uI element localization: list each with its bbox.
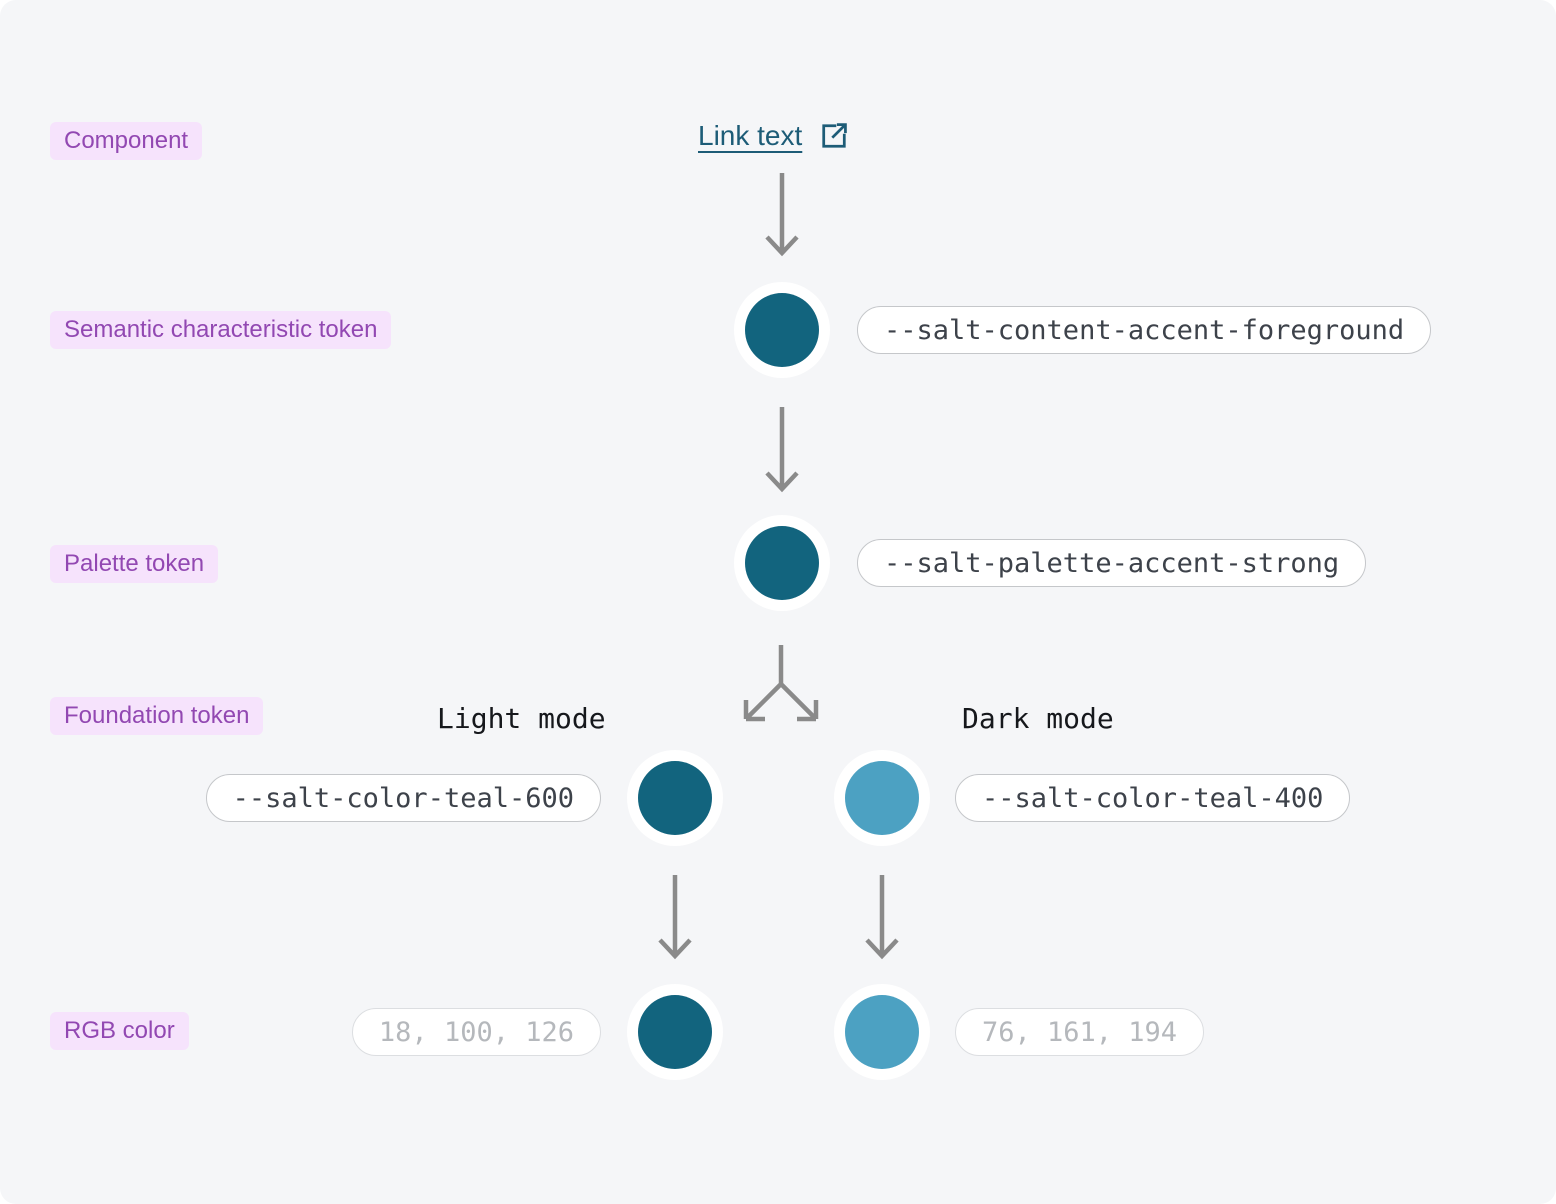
external-link-icon	[822, 123, 848, 148]
light-foundation-token-pill: --salt-color-teal-600	[205, 774, 601, 822]
semantic-token-color-dot	[745, 293, 819, 367]
palette-token-pill: --salt-palette-accent-strong	[857, 539, 1367, 587]
light-rgb-color-dot	[638, 995, 712, 1069]
arrow-component-to-semantic	[765, 173, 799, 257]
row-label-semantic-token: Semantic characteristic token	[50, 311, 392, 349]
light-foundation-color-dot	[638, 761, 712, 835]
arrow-dark-to-rgb	[865, 875, 899, 960]
row-label-component: Component	[50, 122, 203, 160]
dark-rgb-color-dot	[845, 995, 919, 1069]
semantic-token-pill: --salt-content-accent-foreground	[857, 306, 1432, 354]
palette-token-swatch	[734, 515, 830, 611]
dark-rgb-value-pill: 76, 161, 194	[955, 1008, 1205, 1056]
row-label-foundation-token: Foundation token	[50, 697, 264, 735]
link-text-label: Link text	[698, 120, 803, 151]
light-foundation-swatch	[627, 750, 723, 846]
semantic-token-swatch	[734, 282, 830, 378]
link-text-link[interactable]: Link text	[698, 118, 850, 154]
light-rgb-value-pill: 18, 100, 126	[351, 1008, 601, 1056]
dark-foundation-color-dot	[845, 761, 919, 835]
dark-foundation-token-pill: --salt-color-teal-400	[955, 774, 1351, 822]
arrow-branch	[743, 645, 819, 722]
dark-mode-label: Dark mode	[962, 702, 1114, 735]
light-mode-label: Light mode	[437, 702, 606, 735]
dark-rgb-swatch	[834, 984, 930, 1080]
arrow-light-to-rgb	[658, 875, 692, 960]
light-rgb-swatch	[627, 984, 723, 1080]
arrow-semantic-to-palette	[765, 407, 799, 493]
row-label-rgb-color: RGB color	[50, 1012, 189, 1050]
palette-token-color-dot	[745, 526, 819, 600]
dark-foundation-swatch	[834, 750, 930, 846]
row-label-palette-token: Palette token	[50, 545, 219, 583]
